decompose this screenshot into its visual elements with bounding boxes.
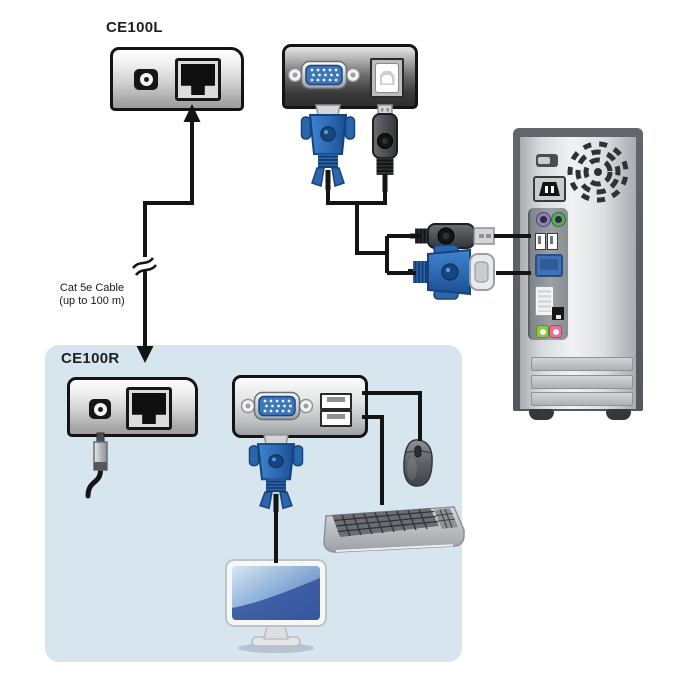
audio-jack-hole	[552, 328, 559, 335]
dvi-pin-grid	[538, 290, 551, 312]
keyboard-icon	[323, 506, 465, 553]
usb-a-port-icon	[320, 410, 352, 427]
ethernet-port-icon	[552, 307, 564, 320]
computer-tower	[513, 128, 643, 420]
computer-console-panel	[282, 44, 418, 109]
power-inlet-icon	[533, 176, 566, 202]
ps2-mouse-port-icon	[551, 212, 566, 227]
mouse-icon	[403, 439, 433, 487]
ps2-port-hole	[540, 216, 547, 223]
cable-note-line1: Cat 5e Cable	[59, 282, 125, 294]
usb-a-port-icon	[320, 393, 352, 410]
usb-a-plug-icon	[410, 223, 495, 249]
kvm-cable-lines	[326, 182, 420, 275]
plug-to-port-lines	[494, 234, 531, 275]
dc-jack-ring	[93, 402, 107, 416]
label-cat5e-cable: Cat 5e Cable (up to 100 m)	[46, 282, 138, 308]
ps2-port-hole	[555, 216, 562, 223]
monitor-icon	[225, 559, 327, 653]
usb-tongue	[327, 414, 345, 419]
audio-jack-hole	[539, 328, 546, 335]
peripheral-cable-lines	[362, 391, 422, 505]
usb-a-port-icon	[547, 233, 558, 250]
usb-b-port-icon	[370, 58, 404, 98]
power-switch-pill	[538, 157, 550, 164]
ce100l-unit	[110, 47, 244, 111]
expansion-slot-cover	[531, 392, 633, 406]
usb-tongue	[538, 236, 541, 244]
dc-jack-pin	[143, 77, 149, 82]
fan-grille-icon	[567, 141, 629, 203]
rj45-port-icon	[126, 387, 172, 430]
tower-foot	[606, 409, 631, 420]
tower-io-panel	[528, 208, 568, 340]
ps2-keyboard-port-icon	[536, 212, 551, 227]
label-ce100r: CE100R	[61, 350, 120, 367]
audio-out-jack-icon	[536, 325, 549, 338]
dc-plug-icon	[85, 432, 108, 499]
cat5e-cable-line	[143, 119, 194, 257]
power-inlet-socket	[539, 182, 560, 196]
arrow-down-icon	[136, 346, 154, 363]
usb-tongue	[550, 236, 553, 244]
power-inlet-pin	[551, 186, 554, 193]
vga-plug-icon	[248, 434, 304, 512]
vga-port-icon	[241, 391, 313, 421]
vga-port-icon	[288, 60, 360, 90]
usb-b-port-shape2	[382, 74, 392, 84]
tower-foot	[529, 409, 554, 420]
label-ce100l: CE100L	[106, 19, 163, 36]
power-inlet-pin	[545, 186, 548, 193]
dc-jack-pin	[97, 406, 103, 412]
audio-mic-jack-icon	[549, 325, 562, 338]
arrow-up-icon	[183, 104, 201, 122]
usb-b-plug-icon	[372, 104, 398, 192]
usb-tongue	[327, 397, 345, 402]
dc-power-jack-icon	[89, 399, 111, 419]
break-symbol-icon	[132, 257, 157, 276]
cable-note-line2: (up to 100 m)	[59, 295, 125, 307]
rj45-port-icon	[175, 58, 221, 101]
vga-plug-icon	[300, 104, 356, 190]
vga-port-icon	[535, 254, 563, 277]
remote-console-panel	[232, 375, 368, 438]
vga-port-face	[540, 259, 558, 270]
expansion-slot-cover	[531, 357, 633, 371]
dvi-port-icon	[535, 286, 554, 316]
ethernet-tab	[555, 315, 561, 319]
power-switch-icon	[536, 154, 558, 167]
dc-power-jack-icon	[134, 69, 158, 90]
expansion-slot-cover	[531, 375, 633, 389]
ce100r-unit	[67, 377, 198, 437]
dc-jack-ring	[139, 73, 153, 86]
usb-a-port-icon	[535, 233, 546, 250]
